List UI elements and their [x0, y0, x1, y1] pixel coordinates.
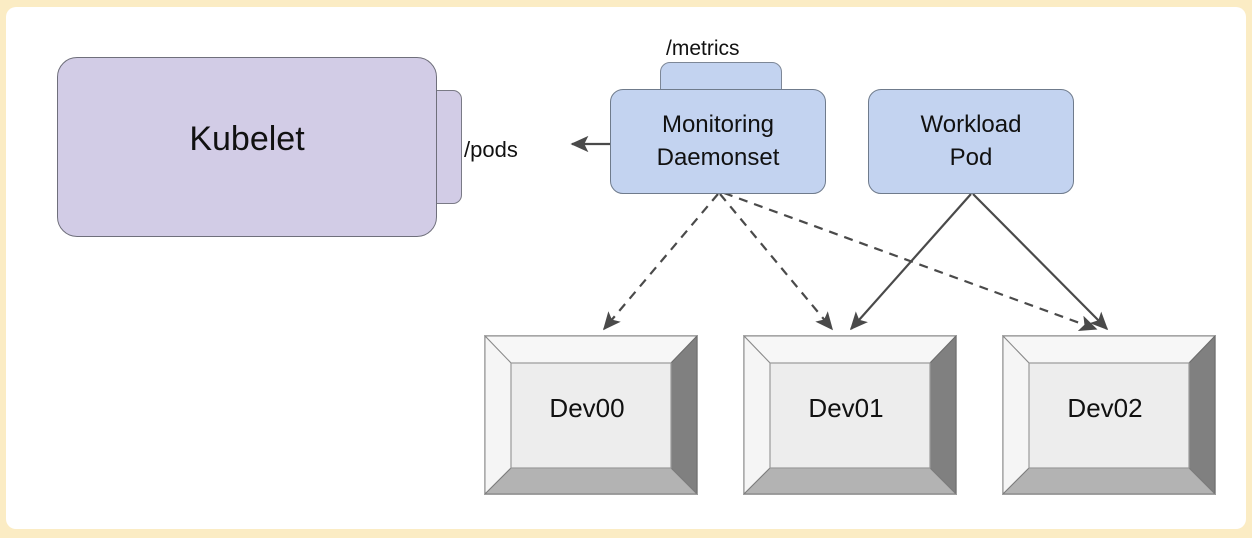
node-workload-pod[interactable]: Workload Pod	[868, 89, 1074, 194]
edge-workload-to-dev02	[972, 193, 1109, 331]
node-kubelet[interactable]: Kubelet	[57, 57, 437, 237]
device-frame-icon	[743, 335, 957, 495]
edge-monitoring-to-dev00	[602, 193, 719, 331]
edge-monitoring-to-dev02	[723, 191, 1098, 331]
edge-monitoring-to-dev01	[719, 193, 833, 331]
metrics-port-label: /metrics	[666, 37, 740, 60]
device-frame-icon	[1002, 335, 1216, 495]
architecture-diagram: Kubelet /pods /metrics Monitoring Daemon…	[6, 7, 1246, 529]
pods-port-label: /pods	[464, 137, 518, 162]
node-workload-pod-label: Workload Pod	[920, 111, 1022, 171]
node-monitoring-daemonset[interactable]: Monitoring Daemonset	[610, 89, 826, 194]
device-frame-icon	[484, 335, 698, 495]
diagram-canvas: Kubelet /pods /metrics Monitoring Daemon…	[6, 7, 1246, 529]
edge-workload-to-dev01	[849, 193, 972, 331]
node-dev02[interactable]: Dev02	[1002, 335, 1216, 495]
node-monitoring-daemonset-label: Monitoring Daemonset	[656, 111, 780, 171]
node-dev01[interactable]: Dev01	[743, 335, 957, 495]
node-dev00[interactable]: Dev00	[484, 335, 698, 495]
node-kubelet-label: Kubelet	[189, 120, 305, 158]
